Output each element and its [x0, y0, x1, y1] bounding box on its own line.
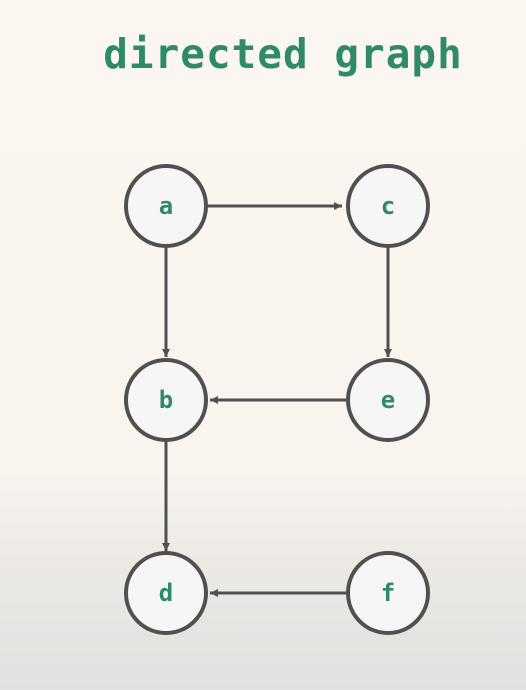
node-c: c [346, 164, 430, 248]
node-a: a [124, 164, 208, 248]
node-f: f [346, 551, 430, 635]
node-b: b [124, 358, 208, 442]
node-label-a: a [159, 192, 173, 220]
node-label-d: d [159, 579, 173, 607]
node-label-c: c [381, 192, 395, 220]
node-label-e: e [381, 386, 395, 414]
node-d: d [124, 551, 208, 635]
page-title: directed graph [103, 30, 463, 78]
node-e: e [346, 358, 430, 442]
node-label-b: b [159, 386, 173, 414]
node-label-f: f [381, 579, 395, 607]
